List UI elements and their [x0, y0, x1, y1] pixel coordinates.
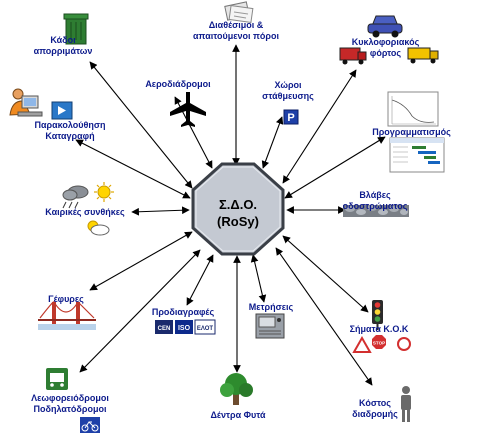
traffic-light-signs-icon: STOP [352, 300, 411, 353]
person-icon [401, 386, 411, 422]
documents-icon [224, 1, 254, 24]
label-bus-bike-lanes: Λεωφορειόδρομοι Ποδηλατόδρομοι [31, 393, 109, 414]
arrow-traffic-signs [282, 235, 369, 313]
label-waste-bins: Κάδοι απορριμάτων [33, 35, 93, 56]
label-weather: Καιρικές συνθήκες [45, 207, 125, 217]
logo-elot-text: ΕΛΟΤ [197, 326, 214, 332]
arrow-bridges [89, 231, 193, 291]
label-specifications: Προδιαγραφές [151, 307, 215, 317]
trash-bin-icon [63, 13, 89, 45]
svg-text:P: P [287, 112, 294, 124]
computer-user-icon [9, 88, 73, 120]
gantt-chart-icon [387, 91, 445, 173]
cobblestone-icon [343, 205, 409, 217]
label-traffic-signs: Σήματα Κ.Ο.Κ [349, 324, 409, 334]
label-pavement-damage: Βλάβες οδοστρώματος [342, 190, 408, 211]
connector-arrows [75, 44, 386, 386]
arrow-monitoring [75, 139, 191, 199]
label-cost: Κόστος διαδρομής [352, 398, 398, 419]
label-airports: Αεροδιάδρομοι [145, 79, 211, 89]
meter-device-icon [255, 313, 285, 339]
label-scheduling: Προγραμματισμός [372, 127, 451, 137]
bus-bicycle-icon [46, 368, 100, 433]
label-measurements: Μετρήσεις [248, 302, 294, 312]
bridge-icon [38, 301, 96, 330]
label-bridges: Γέφυρες [48, 294, 84, 304]
arrow-scheduling [284, 136, 386, 199]
label-parking: Χώροι στάθμευσης [262, 80, 314, 101]
arrow-weather [131, 206, 190, 216]
arrow-parking [261, 116, 284, 169]
standards-logos-icon: CEN ISO ΕΛΟΤ [155, 319, 216, 335]
label-public-spaces: Διαθέσιμοι & απαιτούμενοι πόροι [193, 20, 279, 41]
arrow-measurements [250, 254, 267, 303]
arrow-cost [275, 247, 373, 386]
logo-cen-text: CEN [158, 326, 171, 332]
parking-sign-icon: P [283, 109, 299, 125]
central-title-line2: (RoSy) [217, 214, 259, 229]
arrow-specifications [186, 254, 214, 306]
central-node-title: Σ.Δ.Ο. (RoSy) [193, 196, 283, 230]
airplane-icon [170, 92, 206, 127]
tree-icon [220, 373, 253, 405]
label-traffic-load: Κυκλοφοριακός φόρτος [351, 37, 420, 58]
logo-iso-text: ISO [178, 325, 191, 332]
arrow-bus-bike [79, 249, 201, 373]
weather-icon [62, 182, 114, 236]
vehicles-icon [339, 15, 439, 65]
central-title-line1: Σ.Δ.Ο. [218, 197, 258, 212]
label-trees-plants: Δέντρα Φυτά [210, 410, 266, 420]
stop-sign-text: STOP [373, 341, 385, 346]
central-octagon [191, 162, 285, 256]
label-monitoring: Παρακολούθηση Καταγραφή [34, 120, 106, 141]
